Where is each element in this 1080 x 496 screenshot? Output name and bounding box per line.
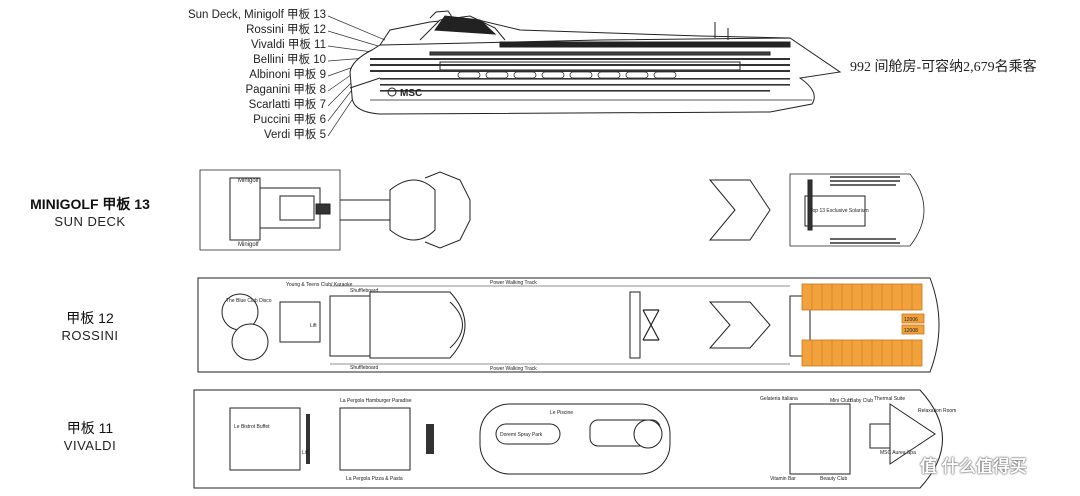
solarium-label: Top 13 Exclusive Solarium [810,208,869,214]
deck-label-6: Puccini 甲板 6 [253,114,326,126]
lifeboats [457,71,677,79]
deck12-title: 甲板 12 ROSSINI [0,308,180,343]
baby-club-label: Baby Club [850,398,873,404]
deck-label-12: Rossini 甲板 12 [246,24,326,36]
deck11-plan: Le Bistrot Buffet La Pergola Hamburger P… [193,389,956,489]
blue-club-label: The Blue Club Disco [226,298,272,304]
shuffleboard-bottom-label: Shuffleboard [350,365,378,371]
young-teens-label: Young & Teens Club/ Karaoke [286,282,353,288]
ship-profile-drawing: MSC [327,10,842,137]
gelateria-label: Gelateria Italiana [760,396,798,402]
deck12-sub: ROSSINI [61,328,119,343]
deck12-plan: The Blue Club Disco Young & Teens Club/ … [197,277,940,373]
deck-label-13: Sun Deck, Minigolf 甲板 13 [187,9,326,21]
ship-windows [370,58,790,92]
deck13-plan: Minigolf Minigolf Top 13 Exclusive Solar… [199,169,925,251]
walking-bottom-label: Power Walking Track [490,366,537,372]
watermark: 值 什么值得买 [920,457,1027,476]
deck-label-9: Albinoni 甲板 9 [249,69,326,81]
mini-club-label: Mini Club [830,398,851,404]
deck-label-10: Bellini 甲板 10 [253,54,326,66]
deck11-sub: VIVALDI [63,438,117,453]
msc-logo: MSC [400,88,422,99]
aurea-spa-label: MSC Aurea Spa [880,450,916,456]
deck13-seating [830,176,900,244]
deck-label-7: Scarlatti 甲板 7 [248,99,326,111]
cabin-12006: 12006 [904,317,918,323]
deck11-name: 甲板 11 [66,420,114,436]
deck-label-11: Vivaldi 甲板 11 [251,39,326,51]
relaxation-label: Relaxation Room [918,408,956,414]
vitamin-bar-label: Vitamin Bar [770,476,796,482]
spray-park-label: Doremi Spray Park [500,432,543,438]
pergola-pizza-label: La Pergola Pizza & Pasta [346,476,403,482]
bistro-label: Le Bistrot Buffet [234,424,270,430]
deck11-lift-label: Lift [302,450,309,456]
cabin-12008: 12008 [904,328,918,334]
deck13-sub: SUN DECK [54,214,126,229]
deck12-lift-label: Lift [310,323,317,329]
walking-top-label: Power Walking Track [490,280,537,286]
deck13-title: MINIGOLF 甲板 13 SUN DECK [0,194,180,229]
beauty-club-label: Beauty Club [820,476,847,482]
deck11-title: 甲板 11 VIVALDI [0,418,180,453]
minigolf-label-bottom: Minigolf [238,242,259,248]
thermal-suite-label: Thermal Suite [874,396,905,402]
deck13-name: MINIGOLF 甲板 13 [30,196,150,212]
shuffleboard-top-label: Shuffleboard [350,288,378,294]
piscine-label: Le Piscine [550,410,573,416]
pergola-hamburger-label: La Pergola Hamburger Paradise [340,398,412,404]
deck-label-list: Sun Deck, Minigolf 甲板 13 Rossini 甲板 12 V… [0,8,326,148]
deck12-name: 甲板 12 [66,310,114,326]
deck-label-5: Verdi 甲板 5 [264,129,326,141]
deck-label-8: Paganini 甲板 8 [245,84,326,96]
capacity-text: 992 间舱房-可容纳2,679名乘客 [850,60,1037,75]
minigolf-label-top: Minigolf [238,178,259,184]
ship-hull [349,10,842,115]
